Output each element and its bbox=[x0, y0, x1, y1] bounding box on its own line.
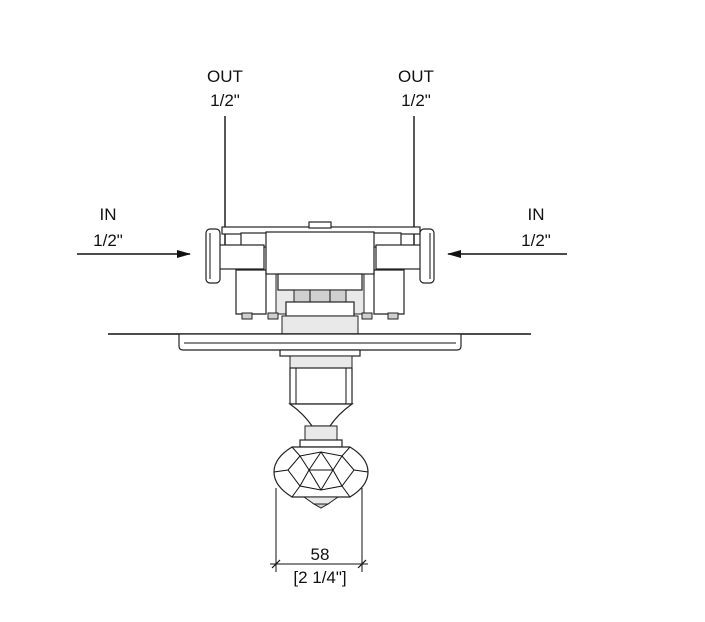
facet-edge bbox=[273, 469, 369, 498]
handle-assembly bbox=[279, 349, 361, 448]
in-right-label: IN bbox=[528, 205, 545, 224]
in-left-size: 1/2" bbox=[93, 231, 123, 250]
out-right-label: OUT bbox=[398, 67, 434, 86]
facet-center bbox=[308, 451, 334, 491]
left-pipe-stub bbox=[217, 244, 265, 270]
out-right-size: 1/2" bbox=[401, 91, 431, 110]
knob-bottom bbox=[302, 496, 340, 505]
handle-neck bbox=[304, 425, 338, 441]
dim-imperial: [2 1/4"] bbox=[293, 568, 346, 587]
threaded-collar bbox=[285, 301, 355, 317]
bolt-1 bbox=[241, 312, 253, 320]
width-dimension: 58 [2 1/4"] bbox=[270, 488, 368, 587]
in-left-label: IN bbox=[100, 205, 117, 224]
handle-neck-ring bbox=[299, 439, 343, 448]
dim-tick-left bbox=[271, 559, 281, 569]
handle-base bbox=[289, 355, 353, 369]
top-stub bbox=[308, 221, 332, 229]
dim-tick-right bbox=[357, 559, 367, 569]
central-lower-block bbox=[277, 273, 363, 291]
valve-body bbox=[205, 221, 435, 335]
bolt-3 bbox=[361, 312, 373, 320]
left-housing bbox=[235, 269, 267, 315]
right-housing bbox=[373, 269, 405, 315]
in-right-size: 1/2" bbox=[521, 231, 551, 250]
right-pipe-stub bbox=[375, 244, 423, 270]
out-left-label: OUT bbox=[207, 67, 243, 86]
knob-tip bbox=[312, 503, 330, 509]
central-block bbox=[265, 231, 375, 275]
left-inlet-flange bbox=[205, 228, 221, 284]
dim-metric: 58 bbox=[311, 545, 330, 564]
hex-nut bbox=[293, 289, 347, 303]
mounting-collar bbox=[281, 315, 359, 335]
right-inlet-flange bbox=[419, 228, 435, 284]
bolt-2 bbox=[267, 312, 279, 320]
bolt-4 bbox=[387, 312, 399, 320]
out-left-size: 1/2" bbox=[210, 91, 240, 110]
handle-sleeve bbox=[289, 367, 353, 405]
handle-taper bbox=[288, 403, 354, 427]
escutcheon-plate bbox=[178, 333, 462, 351]
crystal-knob bbox=[273, 446, 369, 509]
handle-base-ring bbox=[279, 349, 361, 357]
